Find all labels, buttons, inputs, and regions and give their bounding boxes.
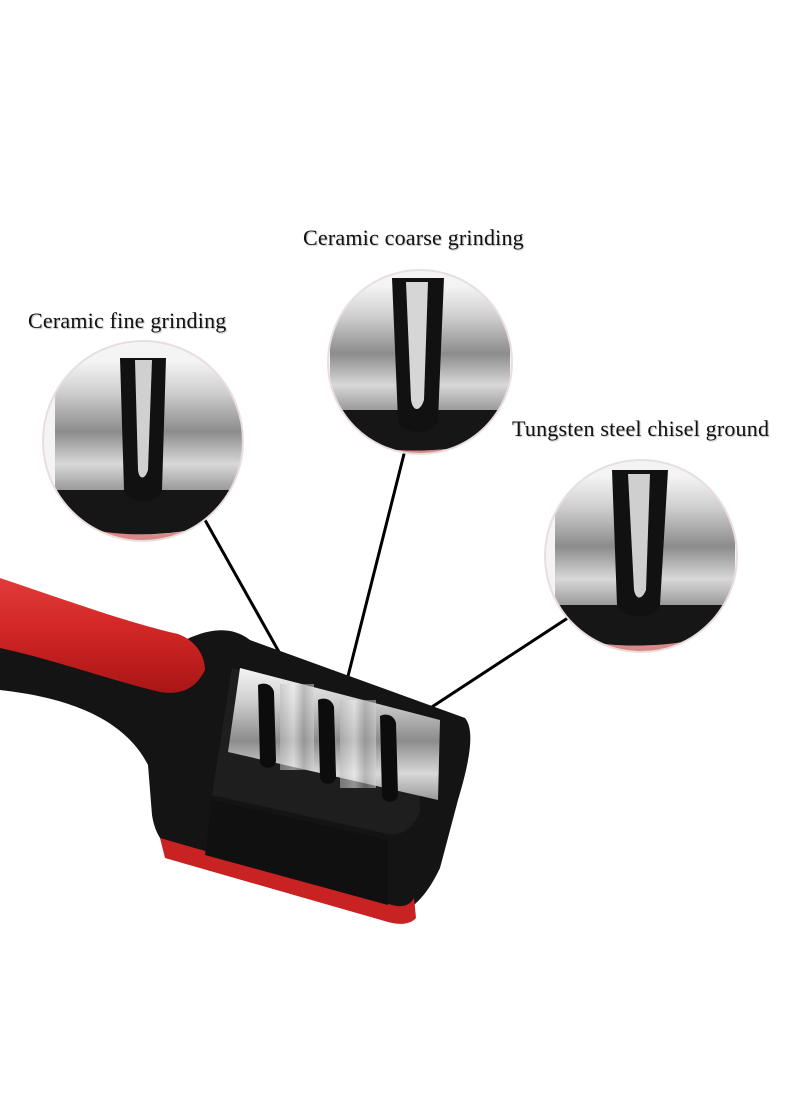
slot-tungsten (380, 714, 398, 802)
label-ceramic-fine: Ceramic fine grinding (28, 308, 227, 333)
steel-divider (280, 684, 314, 770)
callout-line-coarse (340, 449, 407, 701)
slot-fine (258, 683, 276, 768)
handle-red-grip (0, 578, 205, 693)
slot-coarse (318, 698, 336, 784)
steel-divider (340, 700, 376, 788)
detail-circle-fine (42, 340, 244, 542)
callout-line-tungsten (414, 608, 581, 720)
detail-circle-tungsten (544, 459, 738, 653)
callout-line-fine (203, 519, 290, 669)
sharpener-body (0, 578, 471, 924)
label-ceramic-coarse: Ceramic coarse grinding (303, 225, 524, 250)
base-face (205, 800, 388, 905)
detail-circle-coarse (327, 269, 513, 455)
label-tungsten-steel: Tungsten steel chisel ground (512, 416, 770, 441)
